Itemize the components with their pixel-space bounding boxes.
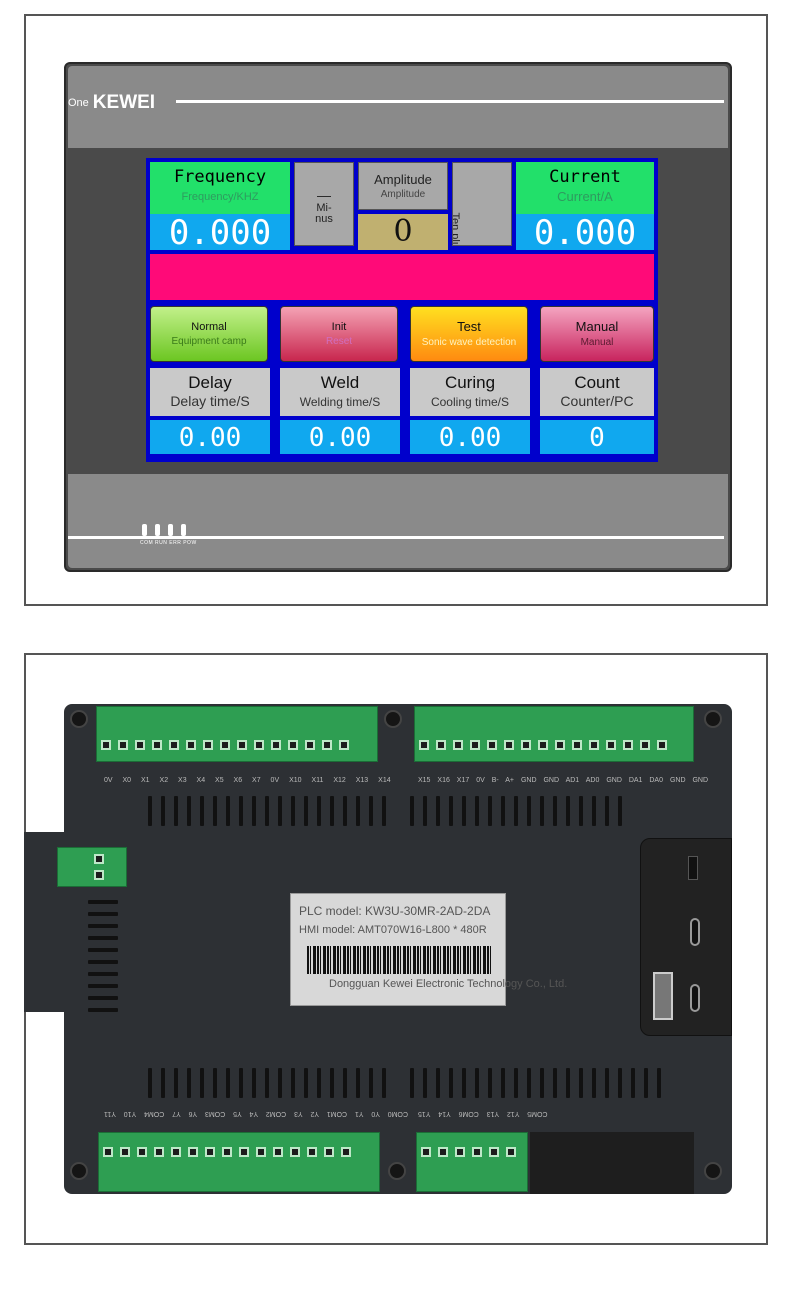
delay-header: Delay Delay time/S (150, 368, 270, 416)
curing-value[interactable]: 0.00 (410, 420, 530, 454)
terminal-pins (101, 740, 373, 750)
screw-icon (704, 710, 722, 728)
frequency-subtitle: Frequency/KHZ (181, 191, 259, 203)
weld-header: Weld Welding time/S (280, 368, 400, 416)
count-header: Count Counter/PC (540, 368, 654, 416)
curing-title: Curing (444, 373, 496, 392)
bottom-right-pin-labels: COM5 Y12 Y13 COM6 Y14 Y15 (418, 1110, 548, 1117)
delay-subtitle: Delay time/S (170, 393, 250, 409)
normal-mode-button[interactable]: Normal Equipment camp (150, 306, 268, 362)
top-right-pin-labels: X15 X16 X17 0V B- A+ GND GND AD1 AD0 GND… (418, 777, 708, 784)
hmi-device: One KEWEI Frequency Frequency/KHZ 0.000 … (64, 62, 732, 572)
frequency-header: Frequency Frequency/KHZ (150, 162, 290, 214)
logo-brand: KEWEI (92, 92, 156, 113)
minus-label: Mi- nus (315, 202, 333, 225)
screw-icon (388, 1162, 406, 1180)
count-title: Count (574, 373, 620, 392)
manual-subtitle: Manual (580, 337, 614, 348)
init-mode-button[interactable]: Init Reset (280, 306, 398, 362)
barcode-icon (307, 946, 493, 974)
terminal-pins (419, 740, 689, 750)
frequency-title: Frequency (173, 167, 267, 187)
manual-mode-button[interactable]: Manual Manual (540, 306, 654, 362)
led-labels: COM RUN ERR POW (140, 540, 197, 546)
input-terminal-block-right (414, 706, 694, 762)
delay-title: Delay (188, 373, 232, 392)
bottom-bezel: COM RUN ERR POW (68, 474, 728, 568)
bottom-vents-left (148, 1068, 386, 1098)
test-title: Test (457, 319, 481, 334)
bottom-vents-right (410, 1068, 661, 1098)
terminal-pins (421, 1147, 523, 1157)
output-terminal-block-left (98, 1132, 380, 1192)
count-subtitle: Counter/PC (560, 393, 634, 409)
test-mode-button[interactable]: Test Sonic wave detection (410, 306, 528, 362)
current-title: Current (549, 167, 621, 187)
manual-title: Manual (575, 319, 619, 334)
ten-plus-label: Ten plus (452, 212, 461, 246)
logo-divider (176, 100, 724, 103)
usb-c-port-icon[interactable] (690, 918, 700, 946)
screw-icon (70, 1162, 88, 1180)
current-header: Current Current/A (516, 162, 654, 214)
frequency-value: 0.000 (150, 214, 290, 250)
screw-icon (704, 1162, 722, 1180)
dip-switch-icon[interactable] (688, 856, 698, 880)
input-terminal-block-left (96, 706, 378, 762)
current-value: 0.000 (516, 214, 654, 250)
usb-a-port-icon[interactable] (653, 972, 673, 1020)
amplitude-subtitle: Amplitude (380, 189, 426, 200)
screw-icon (70, 710, 88, 728)
weld-subtitle: Welding time/S (299, 395, 381, 409)
test-subtitle: Sonic wave detection (421, 337, 517, 348)
hmi-model-text: HMI model: AMT070W16-L800 * 480R (299, 924, 487, 936)
output-terminal-block-right (416, 1132, 528, 1192)
expansion-grille (530, 1132, 694, 1194)
bottom-left-pin-labels: COM0 Y0 Y1 COM1 Y2 Y3 COM2 Y4 Y5 COM3 Y6… (104, 1110, 408, 1117)
model-label-sticker: PLC model: KW3U-30MR-2AD-2DA HMI model: … (290, 893, 567, 1006)
side-vents (88, 900, 118, 1012)
normal-title: Normal (191, 321, 227, 333)
top-vents-left (148, 796, 386, 826)
screw-icon (384, 710, 402, 728)
top-vents-right (410, 796, 622, 826)
hmi-front-panel: One KEWEI Frequency Frequency/KHZ 0.000 … (24, 14, 768, 606)
minus-symbol: — (317, 187, 331, 203)
normal-subtitle: Equipment camp (171, 336, 247, 347)
current-subtitle: Current/A (557, 189, 613, 204)
init-title: Init (331, 321, 347, 333)
init-subtitle: Reset (325, 336, 353, 347)
weld-title: Weld (320, 373, 360, 392)
com-led-icon (142, 524, 147, 536)
touch-screen: Frequency Frequency/KHZ 0.000 — Mi- nus … (146, 158, 658, 462)
amplitude-title: Amplitude (374, 172, 432, 187)
terminal-pins (103, 1147, 375, 1157)
status-leds (142, 524, 186, 536)
plc-model-text: PLC model: KW3U-30MR-2AD-2DA (299, 904, 491, 918)
top-bezel: One KEWEI (68, 66, 728, 148)
delay-value[interactable]: 0.00 (150, 420, 270, 454)
err-led-icon (168, 524, 173, 536)
curing-header: Curing Cooling time/S (410, 368, 530, 416)
pow-led-icon (181, 524, 186, 536)
ten-plus-button[interactable]: Ten plus (452, 162, 512, 246)
top-left-pin-labels: 0V X0 X1 X2 X3 X4 X5 X6 X7 0V X10 X11 X1… (104, 777, 391, 784)
minus-button[interactable]: — Mi- nus (294, 162, 354, 246)
company-text: Dongguan Kewei Electronic Technology Co.… (329, 978, 568, 990)
usb-c-port-icon[interactable] (690, 984, 700, 1012)
curing-subtitle: Cooling time/S (430, 395, 510, 409)
logo-prefix: One (68, 97, 89, 109)
weld-value[interactable]: 0.00 (280, 420, 400, 454)
count-value[interactable]: 0 (540, 420, 654, 454)
bottom-divider (68, 536, 724, 539)
amplitude-header: Amplitude Amplitude (358, 162, 448, 210)
status-bar (150, 254, 654, 300)
amplitude-value: 0 (358, 214, 448, 250)
power-plug-terminal (57, 847, 127, 887)
run-led-icon (155, 524, 160, 536)
brand-logo: One KEWEI (68, 92, 155, 114)
